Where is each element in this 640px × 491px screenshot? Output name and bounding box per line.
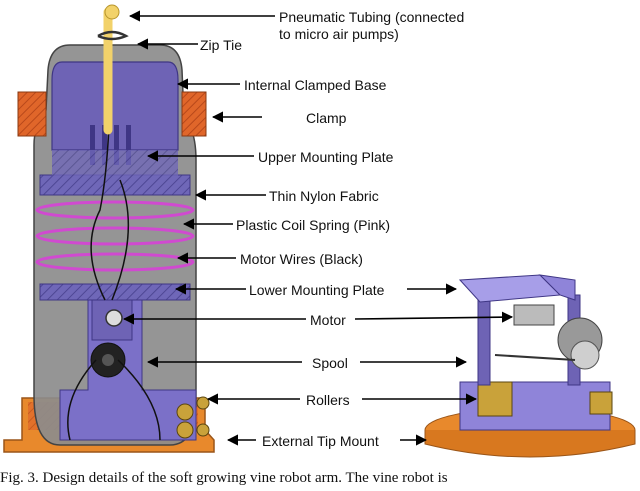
zip-tie-shape — [97, 30, 129, 41]
label-external-tip-mount: External Tip Mount — [262, 433, 379, 449]
leader-arrows — [122, 10, 514, 446]
label-internal-clamped-base: Internal Clamped Base — [244, 77, 387, 93]
plastic-coil-spring-shape — [35, 200, 195, 272]
base-slots — [90, 125, 131, 165]
label-plastic-coil-spring: Plastic Coil Spring (Pink) — [236, 217, 391, 233]
clamp-shape — [17, 91, 207, 137]
label-rollers: Rollers — [306, 392, 350, 408]
label-motor-wires: Motor Wires (Black) — [240, 251, 363, 267]
rollers-shape — [176, 396, 210, 439]
label-spool: Spool — [312, 355, 348, 371]
label-zip-tie: Zip Tie — [200, 37, 243, 53]
label-thin-nylon-fabric: Thin Nylon Fabric — [269, 188, 379, 204]
label-upper-mounting-plate: Upper Mounting Plate — [258, 149, 394, 165]
tip-mount-render — [424, 274, 636, 458]
motor-shaft — [105, 309, 123, 327]
label-motor: Motor — [310, 312, 346, 328]
label-pneumatic-tubing-2: to micro air pumps) — [279, 26, 399, 42]
figure-caption: Fig. 3. Design details of the soft growi… — [0, 470, 448, 486]
label-clamp: Clamp — [306, 110, 347, 126]
label-lower-mounting-plate: Lower Mounting Plate — [249, 282, 385, 298]
label-pneumatic-tubing-1: Pneumatic Tubing (connected — [279, 9, 465, 25]
